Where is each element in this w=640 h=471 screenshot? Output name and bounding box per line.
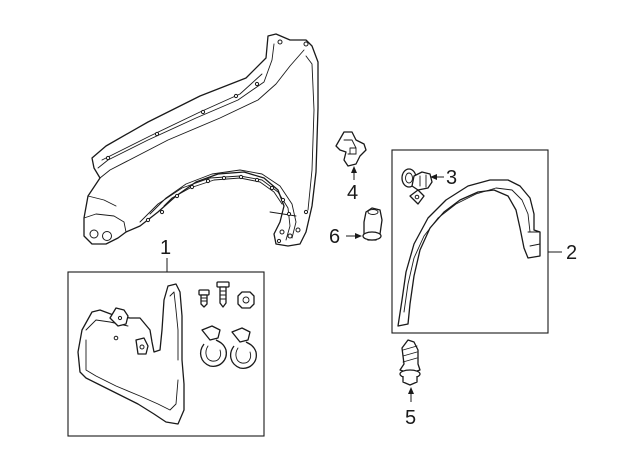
- callout-2: 2: [566, 242, 577, 264]
- nut-insert: [346, 207, 383, 241]
- mud-flap-nut: [237, 291, 255, 309]
- callout-1: 1: [160, 237, 171, 259]
- push-pin-clip: [401, 168, 444, 191]
- molding-screw: [399, 339, 421, 402]
- callout-6: 6: [329, 226, 340, 248]
- mud-flap-screw-short: [198, 289, 210, 308]
- mud-flap-screw-long: [216, 281, 230, 308]
- callout-5: 5: [405, 407, 416, 429]
- mud-flap-kit-box: [67, 258, 265, 437]
- callout-3: 3: [446, 167, 457, 189]
- wheel-opening-molding: [397, 179, 541, 327]
- mud-flap: [77, 283, 185, 425]
- fender-bracket: [335, 131, 367, 180]
- mud-flap-clip-left: [199, 325, 227, 367]
- fender-panel: [83, 33, 319, 247]
- callout-4: 4: [347, 182, 358, 204]
- wheel-opening-molding-box: [391, 149, 562, 334]
- fender-mounting-holes: [89, 39, 309, 244]
- mud-flap-clip-right: [229, 327, 257, 369]
